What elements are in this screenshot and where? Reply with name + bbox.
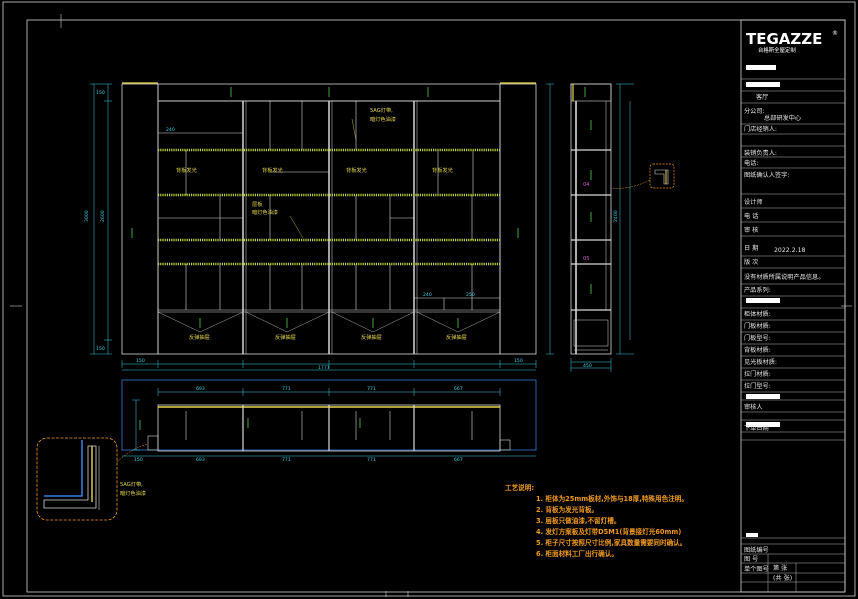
svg-text:250: 250 (466, 292, 475, 298)
svg-text:拉门型号:: 拉门型号: (744, 382, 771, 390)
svg-text:240: 240 (423, 292, 432, 298)
svg-text:®: ® (832, 30, 838, 37)
svg-text:667: 667 (454, 457, 463, 463)
svg-text:150: 150 (134, 457, 143, 463)
svg-text:150: 150 (514, 358, 523, 364)
svg-text:日 期: 日 期 (744, 244, 758, 252)
svg-text:电话:: 电话: (744, 159, 758, 167)
svg-text:反弹抽屉: 反弹抽屉 (275, 333, 296, 341)
svg-text:5AG灯带,: 5AG灯带, (370, 106, 393, 114)
svg-text:暗灯色油漆: 暗灯色油漆 (120, 489, 146, 497)
svg-text:3000: 3000 (84, 210, 90, 222)
inner-border (26, 19, 846, 593)
svg-text:装销负责人:: 装销负责人: (744, 149, 777, 157)
svg-text:反弹抽屉: 反弹抽屉 (189, 333, 210, 341)
svg-text:第 张: 第 张 (773, 564, 788, 572)
plan-view: 693 771 771 667 150 693 771 771 667 (121, 379, 537, 463)
svg-text:总部研发中心: 总部研发中心 (764, 114, 801, 122)
svg-text:柜体材质:: 柜体材质: (744, 310, 771, 318)
svg-text:产品系列:: 产品系列: (744, 286, 771, 294)
svg-text:审核人: 审核人 (744, 403, 763, 411)
svg-text:693: 693 (196, 457, 205, 463)
svg-text:背板发光: 背板发光 (346, 166, 367, 174)
svg-text:下单日期: 下单日期 (744, 424, 769, 432)
svg-text:1771: 1771 (318, 365, 330, 371)
svg-text:背板发光: 背板发光 (262, 166, 283, 174)
svg-text:见光板材质:: 见光板材质: (744, 358, 777, 366)
svg-text:150: 150 (96, 346, 105, 352)
svg-text:门板型号:: 门板型号: (744, 334, 771, 342)
svg-text:暗灯色油漆: 暗灯色油漆 (370, 115, 396, 123)
svg-text:2600: 2600 (100, 210, 106, 222)
svg-text:背板材质:: 背板材质: (744, 346, 771, 354)
svg-text:图纸编号: 图纸编号 (744, 546, 769, 554)
svg-text:450: 450 (583, 363, 592, 369)
svg-text:图 号: 图 号 (744, 556, 758, 563)
tb-line1: 客厅 (756, 93, 768, 101)
svg-text:771: 771 (367, 386, 376, 392)
svg-text:门板材质:: 门板材质: (744, 322, 771, 330)
svg-text:3. 层板只做油漆,不留灯槽。: 3. 层板只做油漆,不留灯槽。 (536, 516, 620, 525)
side-elevation: 2400 450 (570, 83, 675, 372)
svg-text:5. 柜子尺寸按照尺寸比例,家具数量需要同时确认。: 5. 柜子尺寸按照尺寸比例,家具数量需要同时确认。 (536, 538, 686, 547)
svg-text:771: 771 (282, 457, 291, 463)
svg-text:667: 667 (454, 386, 463, 392)
process-notes: 工艺说明: 1. 柜体为25mm板材,外饰与18厚,特殊用色注明。 2. 背板为… (505, 483, 688, 558)
svg-text:150: 150 (136, 358, 145, 364)
svg-text:1. 柜体为25mm板材,外饰与18厚,特殊用色注明。: 1. 柜体为25mm板材,外饰与18厚,特殊用色注明。 (536, 494, 688, 503)
svg-text:2400: 2400 (613, 210, 619, 222)
svg-text:05: 05 (583, 256, 590, 262)
svg-text:台格斯全屋定制: 台格斯全屋定制 (758, 46, 796, 54)
brand-logo: TEGAZZE ® 台格斯全屋定制 (746, 30, 838, 54)
svg-text:图纸确认人签字:: 图纸确认人签字: (744, 171, 789, 179)
svg-text:门店经销人:: 门店经销人: (744, 125, 777, 133)
svg-text:693: 693 (196, 386, 205, 392)
svg-text:拉门材质:: 拉门材质: (744, 370, 771, 378)
svg-text:2. 背板为发光背板。: 2. 背板为发光背板。 (536, 505, 598, 514)
svg-text:04: 04 (583, 182, 590, 188)
svg-text:背板发光: 背板发光 (176, 166, 197, 174)
svg-text:没有材质所属说明产品信息。: 没有材质所属说明产品信息。 (744, 273, 824, 281)
svg-text:771: 771 (282, 386, 291, 392)
svg-text:电 话: 电 话 (744, 212, 758, 220)
svg-text:版 次: 版 次 (744, 258, 758, 266)
svg-text:暗灯色油漆: 暗灯色油漆 (252, 208, 278, 216)
svg-text:5AG灯带,: 5AG灯带, (120, 480, 143, 488)
svg-text:层板: 层板 (252, 200, 263, 208)
svg-text:分公司:: 分公司: (744, 107, 765, 115)
svg-text:背板发光: 背板发光 (432, 166, 453, 174)
svg-text:2022.2.18: 2022.2.18 (774, 247, 806, 254)
svg-text:审 核: 审 核 (744, 226, 758, 234)
svg-text:6. 柜面材料工厂出行确认。: 6. 柜面材料工厂出行确认。 (536, 549, 618, 558)
svg-text:150: 150 (96, 90, 105, 96)
svg-text:单个图号: 单个图号 (744, 565, 769, 573)
front-elevation: 背板发光 背板发光 背板发光 背板发光 反弹抽屉 反弹抽屉 反弹抽屉 反弹抽屉 … (84, 82, 554, 371)
svg-text:771: 771 (367, 457, 376, 463)
svg-text:(共 张): (共 张) (773, 574, 792, 582)
svg-text:TEGAZZE: TEGAZZE (746, 30, 822, 48)
svg-text:反弹抽屉: 反弹抽屉 (446, 333, 467, 341)
svg-text:设计师: 设计师 (744, 198, 763, 206)
detail-callout: 5AG灯带, 暗灯色油漆 (36, 437, 149, 521)
svg-text:工艺说明:: 工艺说明: (505, 483, 534, 492)
svg-text:反弹抽屉: 反弹抽屉 (361, 333, 382, 341)
svg-text:240: 240 (166, 127, 175, 133)
svg-text:4. 发灯方案板及灯带D5M1(背景接灯光60mm): 4. 发灯方案板及灯带D5M1(背景接灯光60mm) (536, 527, 681, 536)
